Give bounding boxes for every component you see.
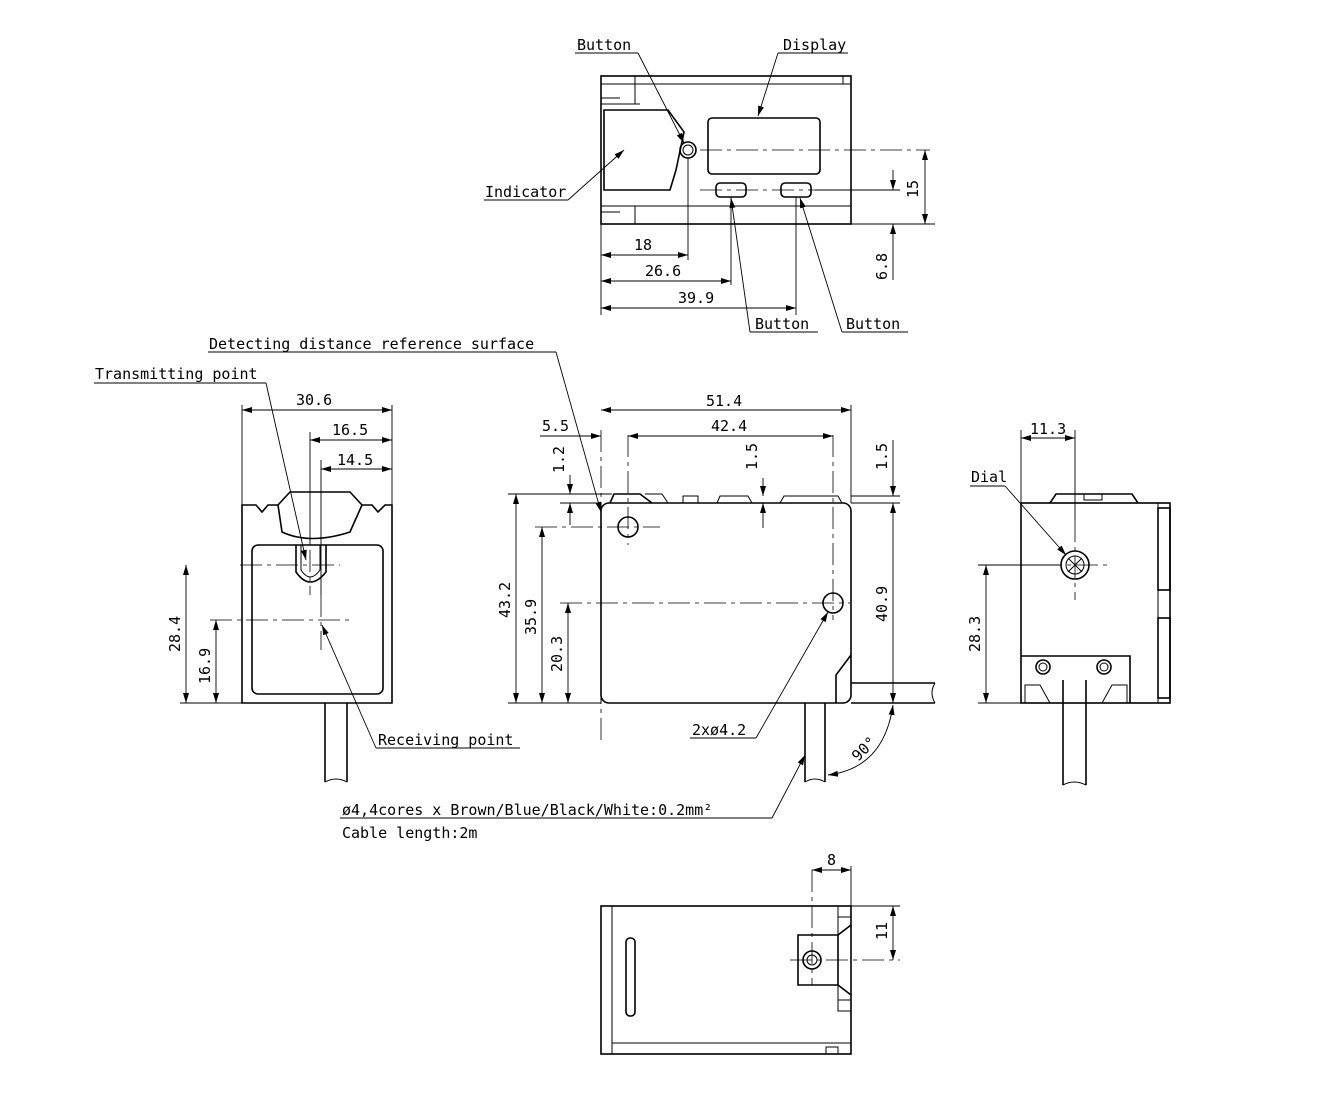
dim-18: 18 xyxy=(634,236,652,254)
dim-1-5-a: 1.5 xyxy=(743,443,761,470)
cable-length: Cable length:2m xyxy=(342,824,477,842)
dim-1-2: 1.2 xyxy=(550,446,568,473)
label-transmitting-point: Transmitting point xyxy=(95,365,258,383)
label-receiving-point: Receiving point xyxy=(378,731,513,749)
dim-39-9: 39.9 xyxy=(678,289,714,307)
dim-11-3: 11.3 xyxy=(1030,420,1066,438)
dim-42-4: 42.4 xyxy=(711,417,747,435)
left-view-lens-window xyxy=(251,544,384,695)
indicator-window xyxy=(603,109,685,191)
dim-15: 15 xyxy=(904,180,922,198)
label-button-top: Button xyxy=(577,36,631,54)
dim-1-5-b: 1.5 xyxy=(873,443,891,470)
dim-28-3: 28.3 xyxy=(966,616,984,652)
angle-90: 90° xyxy=(848,733,880,765)
dim-16-9: 16.9 xyxy=(196,648,214,684)
dim-5-5: 5.5 xyxy=(542,417,569,435)
display-window xyxy=(707,117,821,175)
label-button-bottom-1: Button xyxy=(755,315,809,333)
label-dial: Dial xyxy=(971,468,1007,486)
transmitting-lens xyxy=(295,545,327,583)
dim-6-8: 6.8 xyxy=(873,253,891,280)
dim-40-9: 40.9 xyxy=(873,586,891,622)
label-holes: 2xø4.2 xyxy=(692,721,746,739)
top-view: 18 26.6 39.9 15 6.8 Button Display Indic… xyxy=(484,36,935,333)
label-indicator: Indicator xyxy=(485,183,566,201)
right-side-view: 11.3 28.3 Dial xyxy=(966,420,1171,786)
dim-16-5: 16.5 xyxy=(332,421,368,439)
dim-51-4: 51.4 xyxy=(706,392,742,410)
front-view: 90° 51.4 42.4 5.5 1.2 1.5 1.5 43.2 35.9 … xyxy=(208,335,936,842)
bottom-view-body xyxy=(600,905,852,1055)
dim-8: 8 xyxy=(827,851,836,869)
label-detecting-surface: Detecting distance reference surface xyxy=(209,335,534,353)
dim-20-3: 20.3 xyxy=(548,636,566,672)
label-button-bottom-2: Button xyxy=(846,315,900,333)
bottom-view: 8 11 xyxy=(600,851,900,1055)
top-button-circle xyxy=(679,141,697,159)
left-side-view: 30.6 16.5 14.5 28.4 16.9 Transmitting po… xyxy=(94,365,520,783)
dim-11: 11 xyxy=(873,922,891,940)
label-display: Display xyxy=(783,36,846,54)
dim-43-2: 43.2 xyxy=(496,582,514,618)
cable-spec: ø4,4cores x Brown/Blue/Black/White:0.2mm… xyxy=(342,801,712,819)
dim-26-6: 26.6 xyxy=(645,262,681,280)
dim-30-6: 30.6 xyxy=(296,391,332,409)
dim-35-9: 35.9 xyxy=(522,599,540,635)
right-view-body xyxy=(1020,502,1171,704)
dim-28-4: 28.4 xyxy=(166,616,184,652)
left-view-body xyxy=(241,491,393,704)
dim-14-5: 14.5 xyxy=(337,451,373,469)
